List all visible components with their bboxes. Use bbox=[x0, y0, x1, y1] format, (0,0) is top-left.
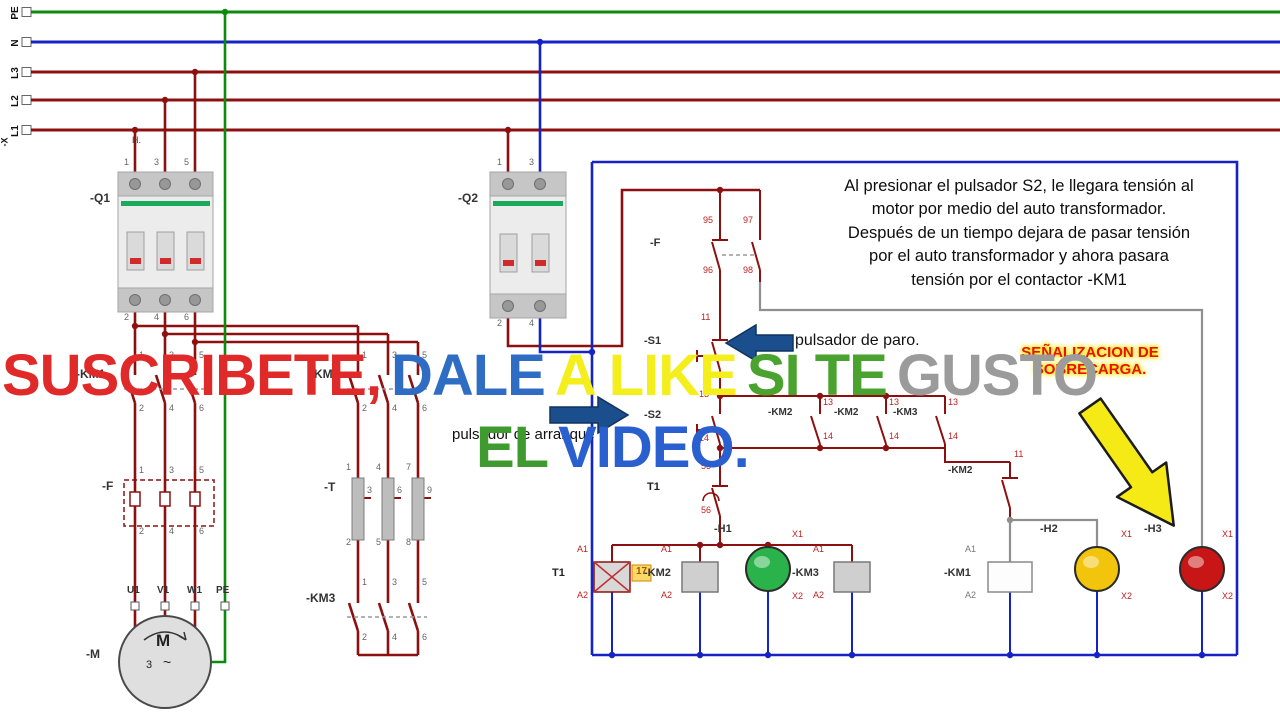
q2-green-stripe bbox=[493, 201, 563, 206]
coil-km2 bbox=[681, 561, 719, 593]
thermal-relay-f bbox=[123, 479, 215, 527]
overlay-segment: DALE bbox=[390, 343, 546, 408]
control-wiring bbox=[611, 190, 1018, 562]
gray-wiring bbox=[758, 282, 1204, 562]
pe-wiring bbox=[212, 12, 227, 664]
explanation-text: Al presionar el pulsador S2, le llegara … bbox=[844, 177, 1194, 289]
overload-signal-arrow bbox=[1078, 397, 1175, 527]
coil-km1 bbox=[987, 561, 1033, 593]
lamp-h1-green bbox=[745, 546, 791, 592]
overlay-segment: A LIKE bbox=[554, 343, 738, 408]
coil-km3 bbox=[833, 561, 871, 593]
overlay-segment: SI TE bbox=[746, 343, 888, 408]
overlay-segment: EL bbox=[476, 415, 549, 480]
q1-green-stripe bbox=[121, 201, 210, 206]
lamp-h2-yellow bbox=[1074, 546, 1120, 592]
overlay-segment: SUSCRIBETE, bbox=[2, 343, 382, 408]
mechanical-links bbox=[124, 254, 757, 618]
junction-dots bbox=[131, 8, 1206, 659]
stop-button-arrow bbox=[724, 323, 794, 363]
overlay-segment: VIDEO. bbox=[558, 415, 750, 480]
motor-terminals bbox=[130, 601, 230, 611]
motor-m bbox=[118, 615, 212, 709]
coil-t1 bbox=[593, 561, 652, 593]
overlay-segment: GUSTO bbox=[896, 343, 1098, 408]
lamp-h3-red bbox=[1179, 546, 1225, 592]
power-wiring bbox=[124, 72, 760, 657]
wire-tag-17 bbox=[631, 564, 652, 582]
overload-warning-text: SEÑALIZACION DE SOBRECARGA. bbox=[1021, 344, 1159, 378]
power-buses bbox=[21, 7, 1280, 135]
start-button-arrow bbox=[549, 395, 630, 435]
autotransformer-t bbox=[351, 477, 425, 541]
breaker-q1 bbox=[117, 171, 214, 313]
breaker-q2 bbox=[489, 171, 567, 319]
